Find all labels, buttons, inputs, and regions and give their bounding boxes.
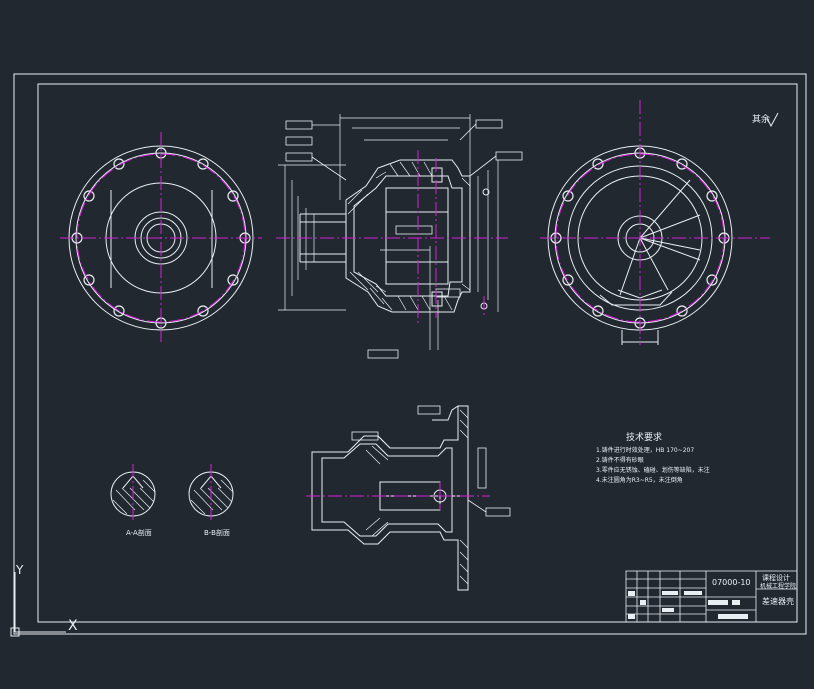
right-view-centerlines	[540, 100, 770, 345]
part-name: 差速器壳	[762, 597, 794, 606]
left-view-centerlines	[60, 132, 262, 342]
org-name: 机械工程学院	[760, 583, 797, 590]
school-name: 课程设计	[762, 574, 790, 582]
lower-partial-view	[311, 405, 511, 591]
technical-notes: 1.铸件进行时效处理，HB 170~207 2.铸件不得有砂眼 3.零件应无锈蚀…	[596, 446, 710, 486]
ucs-icon	[10, 572, 66, 637]
lower-view-centerlines	[306, 482, 490, 510]
inner-border	[37, 83, 798, 623]
section-a-label: A-A剖面	[126, 529, 152, 537]
title-block-fills	[628, 591, 748, 619]
section-centerlines	[132, 464, 212, 520]
title-block	[625, 570, 798, 623]
note-line: 3.零件应无锈蚀、磕碰、划伤等缺陷，未注	[596, 467, 710, 474]
technical-requirements-title: 技术要求	[626, 433, 663, 443]
front-section-view	[278, 114, 523, 359]
outer-border	[13, 73, 807, 635]
note-line: 2.铸件不得有砂眼	[596, 457, 644, 464]
drawing-number: 07000-10	[712, 578, 751, 587]
note-line: 4.未注圆角为R3~R5，未注倒角	[596, 477, 683, 484]
roughness-symbol	[766, 112, 779, 128]
front-view-centerlines	[276, 150, 508, 324]
note-line: 1.铸件进行时效处理，HB 170~207	[596, 447, 695, 454]
section-b-label: B-B剖面	[204, 529, 230, 537]
ucs-x-label: X	[68, 618, 78, 634]
roughness-label: 其余	[752, 115, 771, 125]
ucs-y-label: Y	[16, 563, 24, 577]
